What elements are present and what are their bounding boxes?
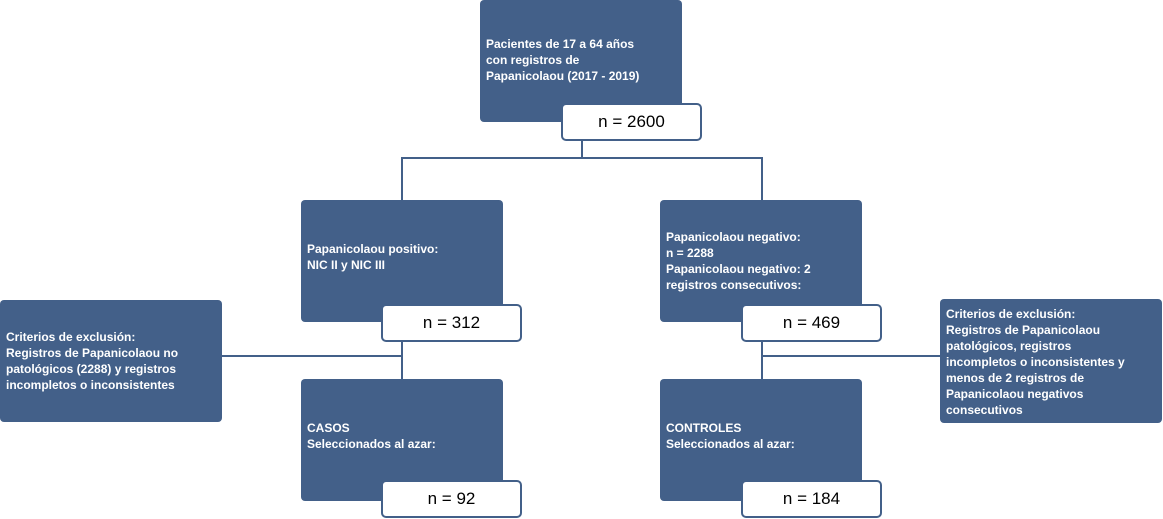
exclusion-left-box: Criterios de exclusión: Registros de Pap… <box>0 300 222 422</box>
connector-top-down <box>581 141 583 159</box>
positive-count: n = 312 <box>381 304 522 342</box>
exclusion-left-line-3: patológicos (2288) y registros <box>6 362 177 376</box>
cases-line-1: CASOS <box>307 421 350 435</box>
positive-line-2: NIC II y NIC III <box>307 258 386 272</box>
exclusion-right-line-5: menos de 2 registros de <box>946 371 1085 385</box>
exclusion-right-box: Criterios de exclusión: Registros de Pap… <box>940 299 1162 423</box>
connector-horizontal-split <box>401 157 763 159</box>
connector-positive-to-cases <box>401 340 403 380</box>
population-line-1: Pacientes de 17 a 64 años <box>486 37 635 51</box>
exclusion-right-line-3: patológicos, registros <box>946 339 1072 353</box>
negative-line-1: Papanicolaou negativo: <box>666 230 801 244</box>
exclusion-right-line-4: incompletos o inconsistentes y <box>946 355 1125 369</box>
cases-count: n = 92 <box>381 480 522 518</box>
exclusion-right-line-2: Registros de Papanicolaou <box>946 323 1101 337</box>
exclusion-left-line-1: Criterios de exclusión: <box>6 330 136 344</box>
negative-box: Papanicolaou negativo: n = 2288 Papanico… <box>660 200 862 322</box>
population-line-3: Papanicolaou (2017 - 2019) <box>486 69 640 83</box>
controls-line-2: Seleccionados al azar: <box>666 437 795 451</box>
negative-line-3: Papanicolaou negativo: 2 <box>666 262 811 276</box>
connector-exclusion-left <box>221 355 403 357</box>
cases-line-2: Seleccionados al azar: <box>307 437 436 451</box>
exclusion-right-line-1: Criterios de exclusión: <box>946 307 1076 321</box>
population-box: Pacientes de 17 a 64 años con registros … <box>480 0 682 122</box>
positive-box: Papanicolaou positivo: NIC II y NIC III <box>301 200 503 322</box>
exclusion-left-line-4: incompletos o inconsistentes <box>6 378 175 392</box>
exclusion-left-line-2: Registros de Papanicolaou no <box>6 346 179 360</box>
population-count: n = 2600 <box>561 103 702 141</box>
population-line-2: con registros de <box>486 53 580 67</box>
connector-left-down <box>401 157 403 202</box>
connector-exclusion-right <box>761 355 941 357</box>
exclusion-right-line-6: Papanicolaou negativos <box>946 387 1084 401</box>
exclusion-right-line-7: consecutivos <box>946 403 1023 417</box>
negative-count: n = 469 <box>741 304 882 342</box>
positive-line-1: Papanicolaou positivo: <box>307 242 439 256</box>
controls-count: n = 184 <box>741 480 882 518</box>
connector-right-down <box>761 157 763 202</box>
negative-line-2: n = 2288 <box>666 246 714 260</box>
controls-line-1: CONTROLES <box>666 421 742 435</box>
negative-line-4: registros consecutivos: <box>666 278 802 292</box>
connector-negative-to-controls <box>761 340 763 380</box>
